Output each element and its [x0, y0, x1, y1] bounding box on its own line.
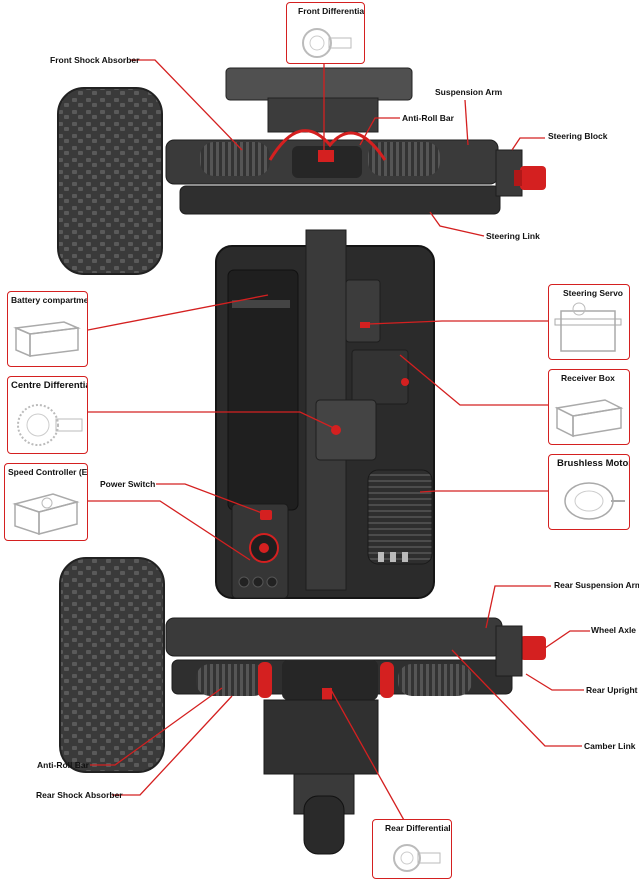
receiver-box-icon [554, 399, 624, 438]
differential-icon [393, 844, 441, 872]
label-rear-suspension-arm: Rear Suspension Arm [554, 580, 639, 590]
leader-lines [87, 59, 590, 823]
callout-title: Steering Servo [563, 288, 623, 298]
callout-title: Centre Differential [11, 380, 88, 391]
callout-title: Speed Controller (ESC) [8, 467, 88, 477]
front-suspension [165, 129, 546, 215]
front-tire [57, 87, 163, 275]
label-suspension-arm: Suspension Arm [435, 87, 503, 97]
callout-title: Brushless Motor [557, 458, 630, 469]
label-anti-roll-bar-front: Anti-Roll Bar [402, 113, 454, 123]
callout-speed-controller: Speed Controller (ESC) [4, 463, 88, 541]
servo-icon [554, 302, 622, 352]
label-front-shock-absorber: Front Shock Absorber [50, 55, 140, 65]
callout-steering-servo: Steering Servo [548, 284, 630, 360]
centre-differential-icon [17, 404, 83, 446]
callout-title: Front Differential [298, 6, 365, 16]
callout-rear-differential: Rear Differential [372, 819, 452, 879]
callout-title: Battery compartment [11, 295, 88, 305]
label-anti-roll-bar-rear: Anti-Roll Bar [37, 760, 89, 770]
motor-icon [564, 482, 625, 520]
rear-bumper [263, 699, 379, 855]
callout-brushless-motor: Brushless Motor [548, 454, 630, 530]
label-power-switch: Power Switch [100, 479, 156, 489]
callout-centre-differential: Centre Differential [7, 376, 88, 454]
label-wheel-axle: Wheel Axle [591, 625, 637, 635]
rear-suspension [165, 617, 546, 700]
label-rear-upright: Rear Upright [586, 685, 638, 695]
chassis-tub [215, 229, 435, 599]
esc-icon [12, 493, 80, 536]
battery-icon [13, 321, 81, 358]
front-bumper [225, 67, 413, 101]
callout-battery-compartment: Battery compartment [7, 291, 88, 367]
callout-receiver-box: Receiver Box [548, 369, 630, 445]
callout-title: Rear Differential [385, 823, 451, 833]
callout-title: Receiver Box [561, 373, 615, 383]
rear-tire [59, 557, 165, 773]
label-steering-block: Steering Block [548, 131, 608, 141]
differential-icon [302, 28, 352, 58]
label-steering-link: Steering Link [486, 231, 540, 241]
callout-front-differential: Front Differential [286, 2, 365, 64]
label-camber-link: Camber Link [584, 741, 636, 751]
label-rear-shock-absorber: Rear Shock Absorber [36, 790, 123, 800]
